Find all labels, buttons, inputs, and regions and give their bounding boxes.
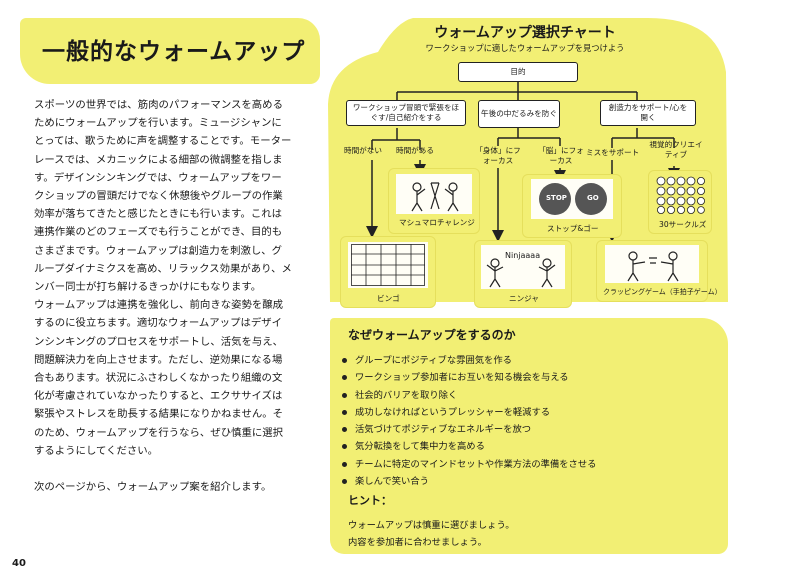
clapping-illustration [627, 251, 679, 282]
branch-box-icebreak: ワークショップ冒頭で緊張をほぐす/自己紹介をする [346, 100, 466, 126]
list-item: 楽しんで笑い合う [342, 473, 596, 490]
activity-card-clapping: クラッピングゲーム（手拍子ゲーム） [596, 240, 722, 302]
activity-label-ninja: ニンジャ [509, 294, 539, 303]
body-text: スポーツの世界では、筋肉のパフォーマンスを高めるためにウォームアップを行います。… [34, 96, 292, 496]
activity-card-bingo: ビンゴ [340, 236, 436, 308]
ninja-shout: Ninjaaaa [505, 251, 541, 260]
condition-brain-focus: 「脳」にフォーカス [538, 146, 584, 165]
bullet-icon [342, 444, 347, 450]
list-item: 活気づけてポジティブなエネルギーを放つ [342, 421, 596, 438]
left-page: 一般的なウォームアップ スポーツの世界では、筋肉のパフォーマンスを高めるためにウ… [0, 0, 320, 582]
bullet-icon [342, 427, 347, 433]
activity-card-30circles: 30サークルズ [648, 170, 712, 234]
activity-label-stopgo: ストップ&ゴー [547, 224, 599, 233]
paragraph-1: スポーツの世界では、筋肉のパフォーマンスを高めるためにウォームアップを行います。… [34, 99, 292, 294]
activity-label-marshmallow: マシュマロチャレンジ [399, 218, 475, 227]
bullet-icon [342, 358, 347, 363]
bullet-icon [342, 409, 347, 415]
list-item: ワークショップ参加者にお互いを知る機会を与える [342, 369, 596, 386]
branch-label-icebreak: ワークショップ冒頭で緊張をほぐす/自己紹介をする [352, 103, 460, 122]
chart-subtitle: ワークショップに適したウォームアップを見つけよう [425, 43, 625, 53]
page-number: 40 [12, 558, 26, 569]
why-title: なぜウォームアップをするのか [348, 328, 516, 342]
go-text: GO [587, 194, 599, 202]
bullet-icon [342, 392, 347, 398]
title-highlight [20, 18, 320, 84]
list-item: 気分転換をして集中力を高める [342, 438, 596, 455]
page-title: 一般的なウォームアップ [42, 39, 306, 65]
activity-card-ninja: Ninjaaaa ニンジャ [474, 240, 572, 308]
activity-card-stopgo: STOP GO ストップ&ゴー [522, 174, 622, 238]
condition-body-focus: 「身体」にフォーカス [475, 146, 521, 165]
circles-illustration [656, 176, 705, 214]
bullet-icon [342, 479, 347, 485]
root-label: 目的 [510, 67, 526, 76]
condition-has-time: 時間がある [396, 146, 434, 155]
chart-title: ウォームアップ選択チャート [434, 25, 616, 41]
list-item: 社会的バリアを取り除く [342, 387, 596, 404]
bullet-icon [342, 461, 347, 467]
bullet-icon [342, 375, 347, 381]
condition-visual: 視覚的クリエイティブ [649, 140, 703, 159]
paragraph-2: ウォームアップは連携を強化し、前向きな姿勢を醸成するのに役立ちます。適切なウォー… [34, 299, 284, 457]
condition-no-time: 時間がない [344, 146, 382, 155]
hint-line-2: 内容を参加者に合わせましょう。 [348, 537, 487, 548]
list-item: チームに特定のマインドセットや作業方法の準備をさせる [342, 456, 596, 473]
reasons-list: グループにポジティブな雰囲気を作る ワークショップ参加者にお互いを知る機会を与え… [342, 352, 596, 490]
branch-label-afternoon: 午後の中だるみを防ぐ [481, 109, 557, 118]
activity-label-clapping: クラッピングゲーム（手拍子ゲーム） [603, 288, 722, 296]
why-panel [330, 318, 728, 554]
activity-card-marshmallow: マシュマロチャレンジ [388, 168, 480, 234]
branch-box-creativity: 創造力をサポート/心を開く [600, 100, 696, 126]
condition-mistakes: ミスをサポート [586, 148, 640, 157]
hint-line-1: ウォームアップは慎重に選びましょう。 [348, 520, 515, 531]
branch-label-creativity: 創造力をサポート/心を開く [608, 103, 688, 122]
list-item: 成功しなければというプレッシャーを軽減する [342, 404, 596, 421]
bingo-grid-illustration [351, 244, 425, 286]
activity-label-bingo: ビンゴ [377, 294, 400, 303]
marshmallow-illustration [411, 182, 459, 212]
stop-text: STOP [546, 194, 567, 202]
branch-box-afternoon: 午後の中だるみを防ぐ [478, 100, 560, 128]
ninja-illustration [486, 258, 556, 288]
stopgo-illustration [539, 183, 607, 215]
list-item: グループにポジティブな雰囲気を作る [342, 352, 596, 369]
root-box: 目的 [458, 62, 578, 82]
hint-title: ヒント： [348, 494, 392, 507]
activity-label-30circles: 30サークルズ [659, 220, 707, 229]
paragraph-3: 次のページから、ウォームアップ案を紹介します。 [34, 481, 272, 494]
